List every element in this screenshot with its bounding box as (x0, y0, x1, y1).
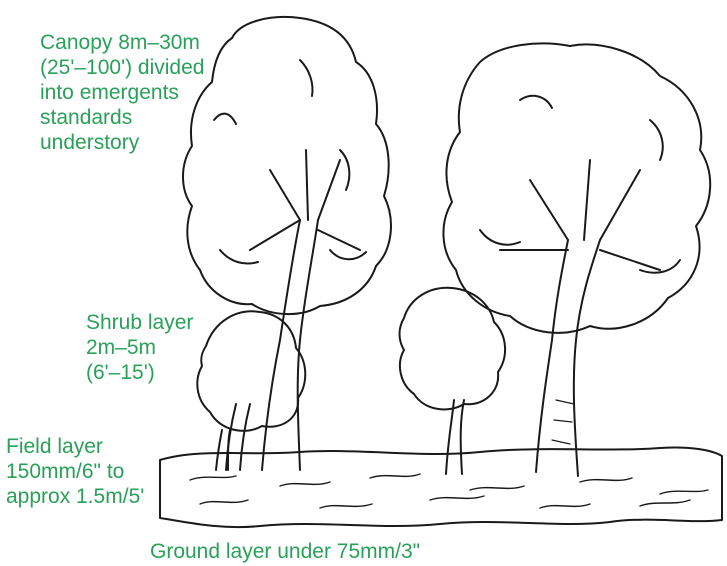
shrub-label-line: Shrub layer (86, 310, 193, 335)
ground-layer-label: Ground layer under 75mm/3" (150, 539, 420, 564)
canopy-label-line: standards (40, 105, 204, 130)
field-layer-band (160, 447, 722, 527)
left-shrub (197, 311, 305, 430)
shrub-label-line: (6'–15') (86, 360, 193, 385)
right-tree-canopy (443, 43, 710, 332)
left-tree-canopy (183, 17, 391, 314)
canopy-label-line: Canopy 8m–30m (40, 30, 204, 55)
field-layer-label: Field layer 150mm/6" to approx 1.5m/5' (6, 434, 144, 509)
right-tree-trunk (536, 240, 600, 476)
middle-shrub (400, 288, 506, 410)
field-label-line: approx 1.5m/5' (6, 484, 144, 509)
canopy-label-line: (25'–100') divided (40, 55, 204, 80)
field-label-line: 150mm/6" to (6, 459, 144, 484)
canopy-label-line: understory (40, 130, 204, 155)
field-label-line: Field layer (6, 434, 144, 459)
shrub-label-line: 2m–5m (86, 335, 193, 360)
left-tree-trunk (262, 220, 318, 470)
shrub-layer-label: Shrub layer 2m–5m (6'–15') (86, 310, 193, 385)
canopy-label-line: into emergents (40, 80, 204, 105)
ground-label-text: Ground layer under 75mm/3" (150, 539, 420, 564)
canopy-layer-label: Canopy 8m–30m (25'–100') divided into em… (40, 30, 204, 155)
